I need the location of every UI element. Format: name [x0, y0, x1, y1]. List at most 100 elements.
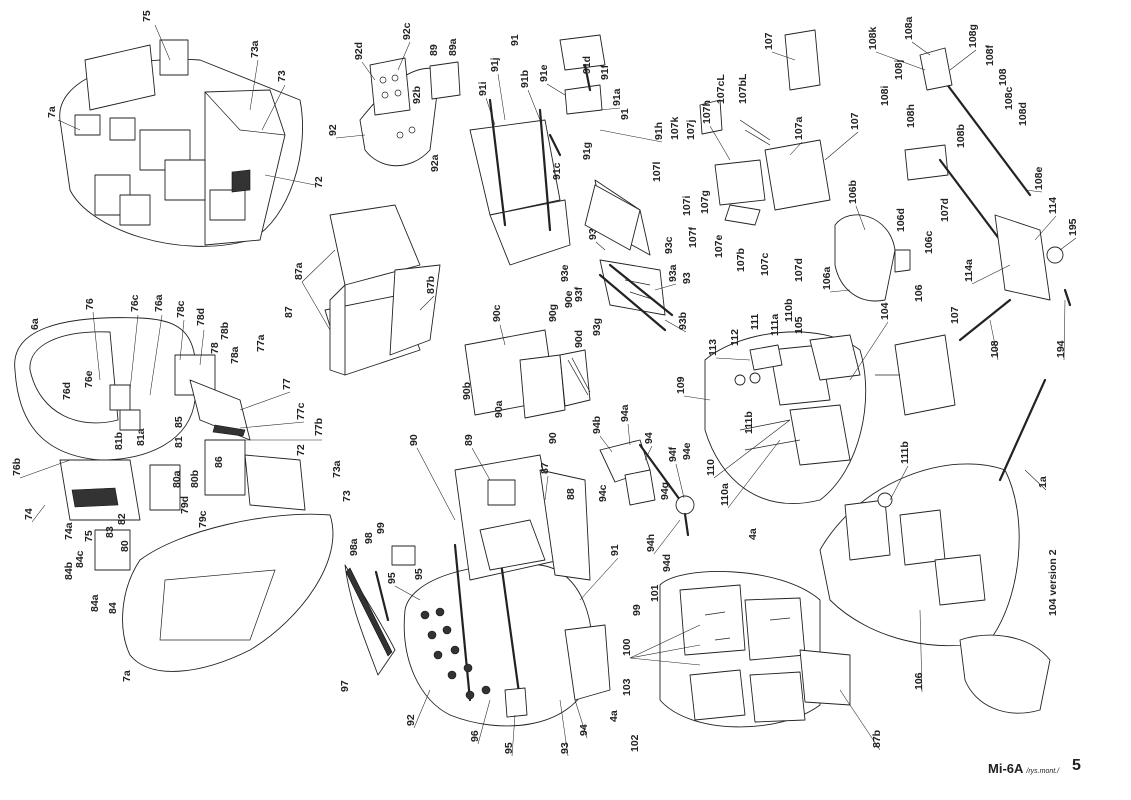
label-96: 96	[469, 730, 481, 742]
label-108b: 108b	[955, 124, 967, 148]
labels-cockpit-rear: 76 76c 76a 78c 78d 78b 78 78a 77a 6a 76e…	[11, 294, 387, 692]
label-106b: 106b	[847, 180, 859, 204]
label-94b: 94b	[591, 416, 603, 434]
label-84: 84	[107, 602, 119, 614]
label-91i: 91i	[477, 81, 489, 96]
labels-right-side: 108k 108a 108g 108j 108f 108i 108 108h 1…	[821, 16, 1079, 693]
label-84a: 84a	[89, 594, 101, 612]
label-106: 106	[913, 284, 925, 302]
label-108e: 108e	[1033, 166, 1045, 190]
control-linkage-91	[469, 34, 606, 266]
label-87b: 87b	[871, 730, 883, 748]
label-107d: 107d	[793, 258, 805, 282]
label-76: 76	[84, 298, 96, 310]
label-91e: 91e	[538, 64, 550, 82]
label-91f: 91f	[599, 64, 611, 80]
label-111: 111	[749, 313, 761, 330]
label-76c: 76c	[129, 294, 141, 312]
label-106: 106	[913, 672, 925, 690]
label-87: 87	[283, 306, 295, 318]
instrument-panel-92	[359, 57, 461, 167]
label-76a: 76a	[153, 294, 165, 312]
label-73: 73	[341, 490, 353, 502]
label-95: 95	[503, 742, 515, 754]
label-93c: 93c	[663, 236, 675, 254]
label-93g: 93g	[591, 318, 603, 336]
windscreen-panel	[122, 513, 416, 676]
label-84c: 84c	[74, 550, 86, 568]
label-90a: 90a	[493, 400, 505, 418]
label-194: 194	[1055, 340, 1067, 358]
label-107g: 107g	[699, 190, 711, 214]
label-78c: 78c	[175, 300, 187, 318]
label-98: 98	[363, 532, 375, 544]
label-91j: 91j	[489, 57, 501, 72]
label-102: 102	[629, 734, 641, 752]
label-6a: 6a	[29, 318, 41, 330]
model-subtitle: /rys.mont./	[1026, 768, 1060, 775]
label-108: 108	[989, 340, 1001, 358]
label-93a: 93a	[667, 264, 679, 282]
label-97: 97	[339, 680, 351, 692]
label-105: 105	[793, 316, 805, 334]
label-92c: 92c	[401, 22, 413, 40]
label-106d: 106d	[895, 208, 907, 232]
label-107: 107	[949, 306, 961, 324]
label-86: 86	[213, 456, 225, 468]
label-95: 95	[386, 572, 398, 584]
label-75: 75	[83, 530, 95, 542]
label-90b: 90b	[461, 382, 473, 400]
label-88: 88	[565, 488, 577, 500]
label-112: 112	[729, 329, 741, 346]
label-107e: 107e	[713, 234, 725, 258]
label-93: 93	[559, 742, 571, 754]
label-72: 72	[313, 176, 325, 188]
label-90: 90	[547, 432, 559, 444]
label-94a: 94a	[619, 404, 631, 422]
label-92a: 92a	[429, 154, 441, 172]
label-111a: 111a	[769, 314, 781, 336]
label-80b: 80b	[189, 470, 201, 488]
label-87b: 87b	[425, 276, 437, 294]
label-107f: 107f	[687, 226, 699, 248]
label-94e: 94e	[681, 442, 693, 460]
label-73: 73	[276, 70, 288, 82]
label-75: 75	[141, 10, 153, 22]
label-83: 83	[104, 526, 116, 538]
label-81b: 81b	[113, 432, 125, 450]
label-79d: 79d	[179, 496, 191, 514]
seat-assembly-100	[659, 571, 851, 728]
label-92: 92	[405, 714, 417, 726]
label-108f: 108f	[984, 44, 996, 66]
label-93e: 93e	[559, 264, 571, 282]
labels-pedal-seat: 94b 94a 94 94f 94e 94c 94g 94h 94d 101 9…	[591, 404, 883, 752]
label-78b: 78b	[219, 322, 231, 340]
label-195: 195	[1067, 218, 1079, 236]
label-77c: 77c	[295, 402, 307, 420]
label-107: 107	[849, 112, 861, 130]
label-90g: 90g	[547, 304, 559, 322]
label-108d: 108d	[1017, 102, 1029, 126]
label-94f: 94f	[667, 446, 679, 462]
label-108j: 108j	[893, 59, 905, 80]
page-number: 5	[1072, 757, 1081, 774]
label-73a: 73a	[331, 460, 343, 478]
label-91: 91	[509, 34, 521, 46]
label-78a: 78a	[229, 346, 241, 364]
label-106a: 106a	[821, 266, 833, 290]
label-107: 107	[763, 32, 775, 50]
label-91h: 91h	[653, 122, 665, 140]
label-92d: 92d	[353, 42, 365, 60]
label-94d: 94d	[661, 554, 673, 572]
label-92b: 92b	[411, 86, 423, 104]
label-90c: 90c	[491, 304, 503, 322]
label-91g: 91g	[581, 142, 593, 160]
label-108: 108	[997, 68, 1009, 86]
label-77a: 77a	[255, 334, 267, 352]
label-107a: 107a	[793, 116, 805, 140]
label-107c: 107c	[759, 252, 771, 276]
label-113: 113	[707, 339, 719, 356]
label-81: 81	[173, 436, 185, 448]
side-panel-87	[324, 204, 441, 376]
label-90e: 90e	[563, 290, 575, 308]
